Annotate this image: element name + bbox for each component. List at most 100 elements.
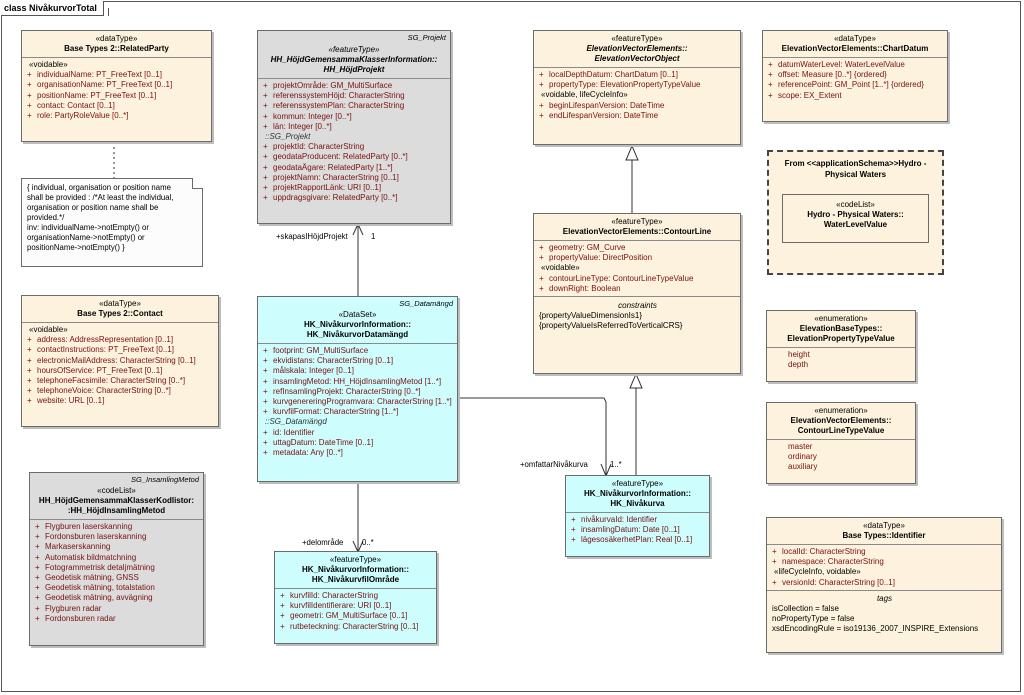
attribute: +uttagDatum: DateTime [0..1] [263,437,374,447]
attribute: +localDepthDatum: ChartDatum [0..1] [539,70,678,79]
package-label: SG_Datamängd [399,299,453,308]
literals: master ordinary auxiliary [767,440,915,475]
attribute: +contact: Contact [0..1] [27,100,115,110]
attribute: +geometri: GM_MultiSurface [0..1] [280,611,408,621]
stereotype: «featureType» [611,217,663,226]
group-label: «lifeCycleInfo, voidable» [774,567,861,577]
tags: tags isCollection = false noPropertyType… [767,591,1001,637]
datamangd-class[interactable]: SG_Datamängd «DataSet» HK_NivåkurvorInfo… [257,296,458,482]
note-line: positionName->notEmpty() } [27,243,125,252]
stereotype: «dataType» [95,34,138,43]
attributes: +datumWaterLevel: WaterLevelValue +offse… [763,58,947,103]
delomrade-role-label: +delområde [302,538,344,547]
class-name: HK_NivåkurvorDatamängd [306,330,409,339]
stereotype: «DataSet» [338,310,377,319]
contact-header: «dataType» Base Types 2::Contact [22,296,218,323]
nivakurva-class[interactable]: «featureType» HK_NivåkurvorInformation::… [565,475,710,557]
attribute: +versionId: CharacterString [0..1] [772,577,895,587]
attribute: +namespace: CharacterString [772,557,884,567]
attribute: +id: Identifier [263,427,315,437]
class-name: HK_NivåkurvorInformation:: [583,489,692,498]
water-level-value-codelist[interactable]: «codeList» Hydro - Physical Waters:: Wat… [782,194,929,243]
attribute: +rutbeteckning: CharacterString [0..1] [280,621,419,631]
stereotype: «dataType» [863,521,905,530]
attribute: +address: AddressRepresentation [0..1] [27,335,174,345]
chart-datum-class[interactable]: «dataType» ElevationVectorElements::Char… [762,30,948,122]
attributes: «voidable» +address: AddressRepresentati… [22,323,218,409]
attribute: +projektOmråde: GM_MultiSurface [263,81,393,90]
attribute: +organisationName: PT_FreeText [0..1] [27,80,173,90]
constraint: {propertyValueIsReferredToVerticalCRS} [539,321,683,331]
delomrade-multiplicity: 0..* [362,538,374,547]
attribute: +scope: EX_Extent [768,90,842,100]
class-name: HK_NivåkurvfilOmråde [311,575,400,584]
attribute: +positionName: PT_FreeText [0..1] [27,90,157,100]
elevation-vector-object-class[interactable]: «featureType» ElevationVectorElements:: … [533,30,741,145]
related-party-class[interactable]: «dataType» Base Types 2::RelatedParty «v… [21,30,212,142]
group-label: «voidable» [541,263,580,273]
attribute: +referencePoint: GM_Point [1..*] {ordere… [768,80,924,90]
stereotype: «featureType» [611,479,664,488]
attribute: +telephoneFacsimile: CharacterString [0.… [27,376,186,386]
assoc-skapas-arrowhead [352,222,364,236]
code: +Fotogrammetrisk detaljmätning [35,562,155,572]
note-line: organisationName->notEmpty() or [27,233,145,242]
tags-caption: tags [876,593,893,603]
attribute: +propertyValue: DirectPosition [539,253,653,263]
contour-line-class[interactable]: «featureType» ElevationVectorElements::C… [533,213,741,374]
literal: auxiliary [788,462,818,472]
contour-line-type-header: «enumeration» ElevationVectorElements:: … [767,403,915,440]
attribute: +projektId: CharacterString [263,142,365,152]
elevation-property-type-enum[interactable]: «enumeration» ElevationBaseTypes:: Eleva… [766,310,916,382]
attribute: +endLifespanVersion: DateTime [539,110,659,120]
skapas-role-label: +skapasIHöjdProjekt [276,232,348,241]
kurvfil-omrade-header: «featureType» HK_NivåkurvorInformation::… [275,552,436,589]
contact-class[interactable]: «dataType» Base Types 2::Contact «voidab… [21,295,219,427]
stereotype: «featureType» [329,555,382,564]
hojd-projekt-class[interactable]: SG_Projekt «featureType» HH_HöjdGemensam… [257,30,451,224]
class-name: HH_HöjdGemensammaKlasserKodlistor: [38,496,195,505]
attribute: +datumWaterLevel: WaterLevelValue [768,60,905,69]
hydro-package[interactable]: From <<applicationSchema>>Hydro - Physic… [767,150,944,275]
constraints: constraints {propertyValueDimensionIs1} … [534,297,740,333]
constraint-note[interactable]: { individual, organisation or position n… [21,178,203,267]
kurvfil-omrade-class[interactable]: «featureType» HK_NivåkurvorInformation::… [274,551,437,644]
attribute: +målskala: Integer [0..1] [263,366,354,376]
stereotype: «dataType» [99,299,141,308]
class-name: ElevationPropertyTypeValue [787,334,895,343]
attribute: +uppdragsgivare: RelatedParty [0..*] [263,193,398,203]
attributes: +localId: CharacterString +namespace: Ch… [767,545,1001,591]
class-name: ElevationVectorElements:: [790,416,892,425]
stereotype: «codeList» [836,200,875,209]
code: +Fordonsburen radar [35,613,116,623]
elevation-property-type-header: «enumeration» ElevationBaseTypes:: Eleva… [767,311,915,348]
attribute: +individualName: PT_FreeText [0..1] [27,70,162,80]
attribute: +hoursOfService: PT_FreeText [0..1] [27,365,163,375]
identifier-class[interactable]: «dataType» Base Types::Identifier +local… [766,517,1002,653]
code: +Markaserskanning [35,542,111,552]
note-line: provided.*/ [27,213,65,222]
attributes: «voidable» +individualName: PT_FreeText … [22,58,211,123]
class-name: ElevationVectorElements::ContourLine [562,227,712,236]
class-name: ElevationVectorElements:: [586,44,688,53]
stereotype: «featureType» [611,34,663,43]
class-name: HK_Nivåkurva [610,499,665,508]
attributes: +localDepthDatum: ChartDatum [0..1] +pro… [534,68,740,123]
elevation-vector-object-header: «featureType» ElevationVectorElements:: … [534,31,740,68]
constraint: {propertyValueDimensionIs1} [539,311,643,321]
literal: master [788,442,813,451]
attributes: +kurvfilId: CharacterString +kurvfilIden… [275,589,436,634]
insamling-metod-codelist[interactable]: SG_InsamlingMetod «codeList» HH_HöjdGeme… [29,472,204,646]
tag: noPropertyType = false [772,614,855,624]
package-label: SG_Projekt [407,33,446,42]
hojd-projekt-header: SG_Projekt «featureType» HH_HöjdGemensam… [258,31,450,79]
diagram-title: class NivåkurvorTotal [1,1,109,16]
contour-line-type-enum[interactable]: «enumeration» ElevationVectorElements:: … [766,402,916,484]
attribute: +insamlingMetod: HH_HöjdInsamlingMetod [… [263,376,442,386]
stereotype: «enumeration» [814,406,868,415]
class-name: HK_NivåkurvorInformation:: [303,320,412,329]
class-name: HH_HöjdProjekt [323,65,385,74]
class-name: WaterLevelValue [823,220,888,229]
generalization-nivakurva-triangle [629,372,643,389]
